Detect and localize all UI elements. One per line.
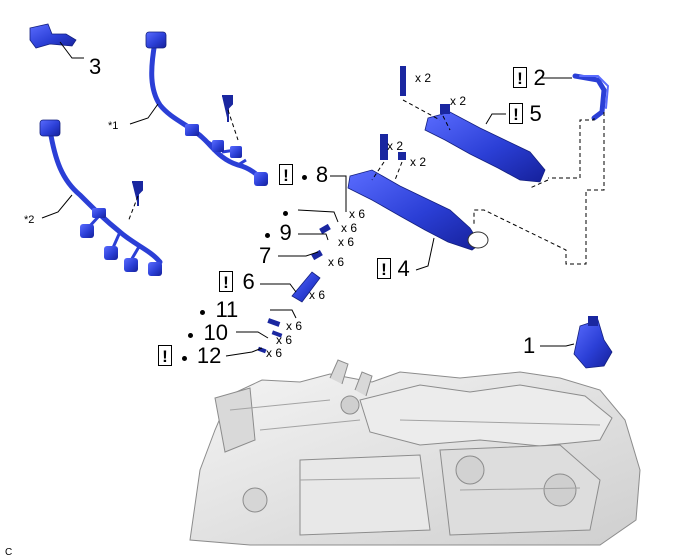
callout-10-qty: x 6 [276, 333, 293, 347]
wire-harness-2 [39, 119, 163, 276]
bolt-qty-4b: x 2 [410, 155, 427, 169]
caution-icon: ! [509, 103, 523, 124]
callout-9-qty: x 6 [338, 235, 355, 249]
nonreusable-bullet-icon [182, 356, 188, 362]
gasket-qty: x 6 [341, 221, 358, 235]
callout-12: ! 12 [158, 345, 221, 367]
callout-3-number: 3 [89, 54, 102, 79]
bolt-qty-4a: x 2 [387, 139, 404, 153]
figure-code: C [5, 547, 13, 558]
callout-9: 9 [265, 222, 292, 244]
caution-icon: ! [279, 164, 293, 185]
nonreusable-bullet-icon [265, 233, 270, 239]
callout-6-number: 6 [242, 269, 255, 294]
callout-5: ! 5 [509, 103, 542, 125]
callout-6-qty: x 6 [309, 288, 326, 302]
bracket-part-3 [29, 23, 77, 49]
callout-7-number: 7 [259, 243, 272, 268]
callout-11: 11 [200, 299, 238, 321]
callout-6: ! 6 [219, 271, 255, 293]
callout-11-number: 11 [215, 297, 239, 322]
callout-9-number: 9 [279, 220, 292, 245]
callout-8-qty: x 6 [349, 207, 366, 221]
callout-8-number: 8 [315, 162, 329, 187]
callout-5-number: 5 [529, 101, 542, 126]
bolt-qty-5a: x 2 [415, 71, 432, 85]
caution-icon: ! [219, 271, 233, 292]
fuel-delivery-pipe-5 [400, 66, 546, 183]
callout-11-qty: x 6 [286, 319, 303, 333]
callout-4: ! 4 [377, 258, 410, 280]
nonreusable-bullet-icon [188, 333, 193, 339]
fuel-injector-stack [257, 223, 331, 354]
caution-icon: ! [513, 67, 527, 88]
callout-4-number: 4 [397, 256, 410, 281]
harness-2-star-label: *2 [24, 214, 35, 226]
caution-icon: ! [377, 258, 391, 279]
fuel-pipe-2 [572, 73, 610, 121]
nonreusable-bullet-icon [283, 211, 288, 216]
callout-10-number: 10 [203, 320, 228, 345]
leader-lines [41, 41, 575, 357]
callout-10: 10 [188, 322, 228, 344]
nonreusable-bullet-icon [200, 310, 205, 316]
wire-harness-1 [145, 31, 268, 186]
fuel-pump-1 [573, 316, 613, 369]
callout-12-number: 12 [196, 343, 222, 368]
connector-lines [473, 112, 605, 265]
harness-1-star-label: *1 [108, 120, 119, 132]
callout-2: ! 2 [513, 67, 546, 89]
callout-7-qty: x 6 [328, 255, 345, 269]
callout-8: ! 8 [279, 164, 328, 186]
callout-1-number: 1 [523, 333, 536, 358]
bolt-qty-5b: x 2 [450, 94, 467, 108]
nonreusable-bullet-icon [302, 175, 308, 181]
callout-2-number: 2 [533, 65, 546, 90]
fuel-delivery-pipe-4 [347, 134, 489, 251]
gasket-bullet [283, 204, 288, 220]
engine-illustration [189, 359, 641, 546]
caution-icon: ! [158, 345, 172, 366]
callout-12-qty: x 6 [266, 346, 283, 360]
